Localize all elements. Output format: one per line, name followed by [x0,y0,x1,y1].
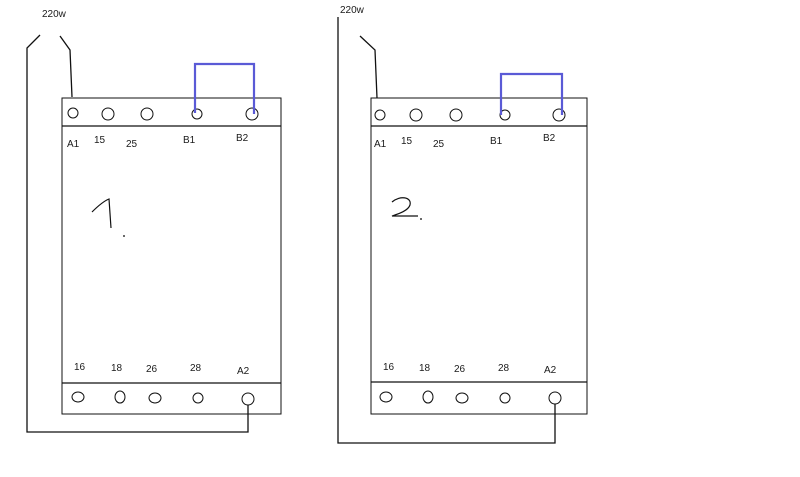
relay-1-terminal-18[interactable] [114,390,126,404]
relay-1-label-a2: A2 [237,366,250,377]
relay-2-label-a2: A2 [544,365,557,376]
relay-2-label-18: 18 [419,363,431,374]
relay-1-label-28: 28 [190,363,202,374]
relay-1-label-15: 15 [94,135,106,146]
relay-1-label-26: 26 [146,364,158,375]
relay-1-terminal-16[interactable] [71,391,85,403]
relay-2-terminal-b2[interactable] [552,108,566,122]
relay-2-label-a1: A1 [374,139,387,150]
relay-1-terminal-a1[interactable] [67,107,79,119]
relay-1-bridge-b1-b2 [193,62,256,114]
relay-2-label-15: 15 [401,136,413,147]
relay-1-label-18: 18 [111,363,123,374]
relay-2-number-glyph [391,197,422,220]
relay-1-terminal-26[interactable] [148,392,162,404]
relay-1: A1 15 25 B1 B2 1 16 18 26 28 A2 220w [26,9,282,433]
relay-2: A1 15 25 B1 B2 2 16 18 26 28 A2 220w [337,5,588,444]
relay-2-terminal-25[interactable] [449,108,463,122]
relay-1-terminal-28[interactable] [192,392,204,404]
relay-2-terminal-28[interactable] [499,392,511,404]
relay-1-label-b2: B2 [236,133,249,144]
relay-1-label-b1: B1 [183,135,196,146]
relay-2-label-28: 28 [498,363,510,374]
relay-1-terminal-15[interactable] [101,107,115,121]
relay-2-supply-label: 220w [340,5,365,16]
relay-2-label-26: 26 [454,364,466,375]
relay-1-supply-label: 220w [42,9,67,20]
relay-2-label-b1: B1 [490,136,503,147]
relay-2-terminal-15[interactable] [409,108,423,122]
relay-1-body [61,97,282,415]
relay-2-terminal-26[interactable] [455,392,469,404]
relay-2-terminal-a2[interactable] [548,391,562,405]
relay-2-terminal-18[interactable] [422,390,434,404]
relay-1-terminal-b1[interactable] [191,108,203,120]
relay-2-terminal-a1[interactable] [374,109,386,121]
relay-1-supply-wire-a2 [26,34,249,433]
relay-2-label-16: 16 [383,362,395,373]
relay-2-supply-wire-a1 [359,35,378,99]
relay-1-supply-wire-a1 [59,35,73,98]
relay-1-terminal-a2[interactable] [241,392,255,406]
relay-1-terminal-b2[interactable] [245,107,259,121]
relay-2-supply-wire-a2 [337,17,556,444]
relay-2-terminal-16[interactable] [379,391,393,403]
relay-1-label-16: 16 [74,362,86,373]
relay-2-body [370,97,588,415]
relay-2-label-25: 25 [433,139,445,150]
relay-1-label-a1: A1 [67,139,80,150]
relay-2-bridge-b1-b2 [499,72,564,115]
relay-1-label-25: 25 [126,139,138,150]
relay-2-label-b2: B2 [543,133,556,144]
relay-1-terminal-25[interactable] [140,107,154,121]
relay-1-number-glyph [91,198,125,237]
